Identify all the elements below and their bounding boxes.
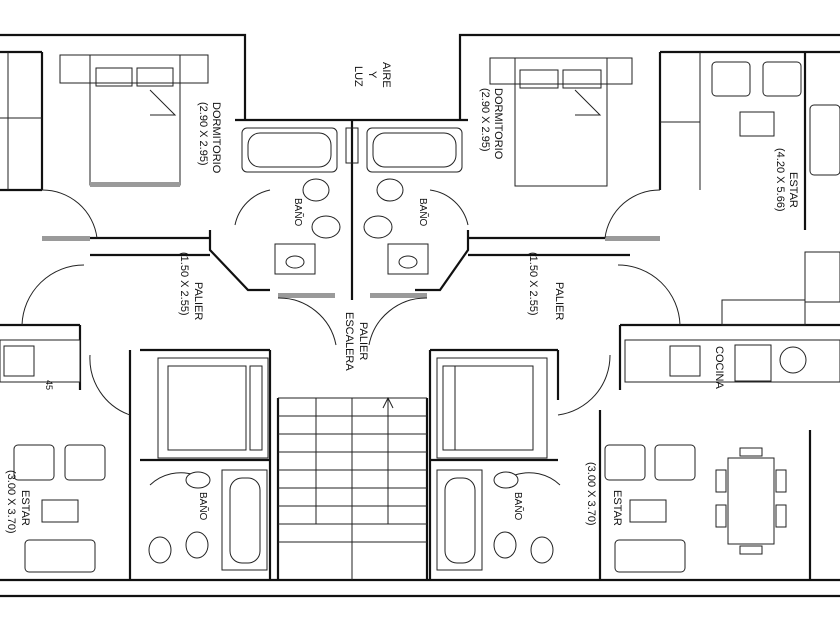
label-estar-top-dims: (4.20 X 5.66) <box>774 148 786 212</box>
label-cocina: COCINA <box>713 346 725 389</box>
doors <box>21 189 681 486</box>
label-palier-right-name: PALIER <box>553 282 565 320</box>
label-bano-top-right: BAÑO <box>417 198 430 227</box>
label-y: Y <box>366 71 378 79</box>
label-palier-escalera-2: ESCALERA <box>343 312 355 371</box>
label-palier-left-name: PALIER <box>192 282 204 320</box>
label-palier-left-dims: (1.50 X 2.55) <box>178 252 190 316</box>
label-dorm-right-name: DORMITORIO <box>492 88 504 160</box>
label-bano-bottom-left: BAÑO <box>197 492 210 521</box>
label-estar-left-dims: (3.00 X 3.70) <box>5 470 17 534</box>
label-aire: AIRE <box>380 62 392 88</box>
label-bano-bottom-right: BAÑO <box>512 492 525 521</box>
label-palier-right-dims: (1.50 X 2.55) <box>527 252 539 316</box>
labels: DORMITORIO (2.90 X 2.95) DORMITORIO (2.9… <box>5 62 799 534</box>
label-dorm-left-dims: (2.90 X 2.95) <box>197 102 209 166</box>
label-estar-right-dims: (3.00 X 3.70) <box>585 462 597 526</box>
label-bano-top-left: BAÑO <box>292 198 305 227</box>
furniture <box>0 54 840 573</box>
label-estar-top-name: ESTAR <box>787 172 799 208</box>
label-dorm-right-dims: (2.90 X 2.95) <box>479 88 491 152</box>
bed-headboard <box>489 57 633 85</box>
label-dorm-left-name: DORMITORIO <box>210 102 222 174</box>
staircase <box>276 396 429 580</box>
label-estar-right-name: ESTAR <box>611 490 623 526</box>
label-luz: LUZ <box>352 66 364 87</box>
label-estar-left-name: ESTAR <box>19 490 31 526</box>
label-edge-mark: 45 <box>44 380 54 390</box>
bed-headboard <box>59 54 209 84</box>
label-palier-escalera-1: PALIER <box>357 322 369 360</box>
